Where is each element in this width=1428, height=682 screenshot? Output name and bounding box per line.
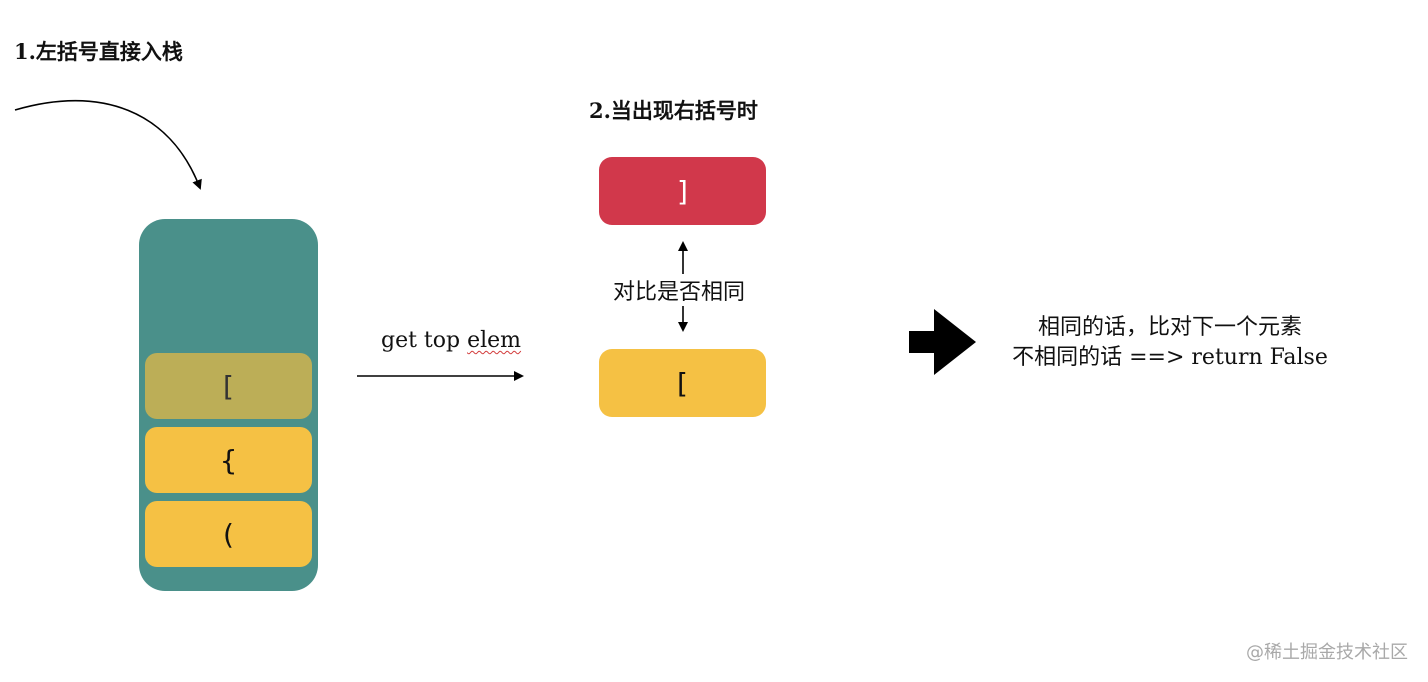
result-line-mismatch: 不相同的话 ==> return False [1012,345,1328,370]
stack-item-top: [ [145,353,312,419]
step2-title: 2.当出现右括号时 [589,98,758,123]
step1-title: 1.左括号直接入栈 [14,39,183,64]
get-top-label-prefix: get top [381,328,468,353]
get-top-label-underlined: elem [467,328,522,353]
incoming-right-bracket-box: ] [599,157,766,225]
stack-item-middle: { [145,427,312,493]
result-line-match: 相同的话，比对下一个元素 [1037,315,1302,340]
watermark: @稀土掘金技术社区 [1246,642,1408,663]
push-curved-arrow [14,99,202,190]
stack-item-bottom: ( [145,501,312,567]
result-text: 相同的话，比对下一个元素 不相同的话 ==> return False [1005,313,1335,373]
compare-label: 对比是否相同 [611,274,748,306]
get-top-label: get top elem [381,328,521,353]
stack-top-element-box: [ [599,349,766,417]
stack-container: [ { ( [139,219,318,591]
result-block-arrow [909,309,976,375]
